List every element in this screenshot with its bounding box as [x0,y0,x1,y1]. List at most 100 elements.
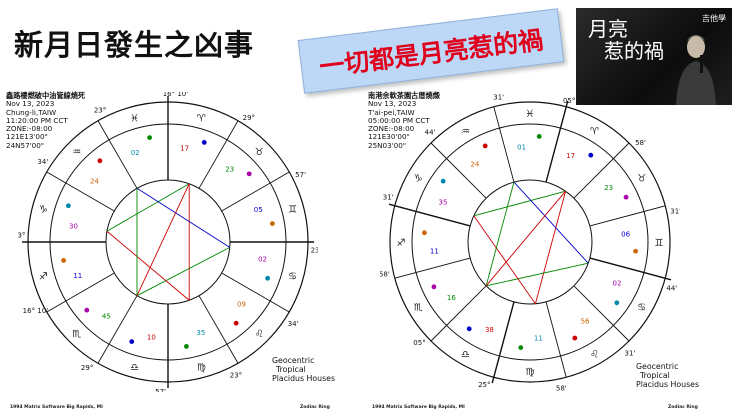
planet-position-label: 45 [102,313,111,321]
house-cusp-line [430,285,487,342]
planet-icon [129,339,135,345]
cusp-degree-label: 58' [556,385,567,392]
event-longitude: 121E30'00" [368,132,410,142]
cusp-degree-label: 05° 25' [563,97,589,105]
planet-position-label: 24 [90,177,99,185]
aspect-line [106,230,190,301]
event-time: 11:20:00 PM CCT [6,115,68,125]
performer-photo: 月亮 惹的禍 吉他學 [576,8,732,105]
planet-position-label: 02 [613,280,622,288]
cusp-degree-label: 58' [635,139,646,147]
cusp-degree-label: 57' [295,171,306,179]
event-date: Nov 13, 2023 [368,99,417,109]
zodiac-sign-icon: ♈ [197,113,206,124]
photo-logo: 吉他學 [702,14,726,23]
wheel-outer-ring [389,101,671,383]
house-cusp-line [198,120,239,189]
event-zone: ZONE:-08:00 [368,124,415,134]
planet-icon [269,221,275,226]
planet-icon [588,152,594,158]
cusp-degree-label: 31' [383,193,394,201]
event-longitude: 121E13'00" [6,132,48,142]
house-cusp-line [573,142,630,199]
photo-caption: 月亮 惹的禍 [588,17,664,63]
planet-position-label: 56 [581,318,590,326]
event-latitude: 24N57'00" [6,140,45,150]
zodiac-sign-icon: ♓ [526,109,535,120]
planet-icon [201,139,207,145]
planet-position-label: 05 [254,206,263,214]
planet-icon [440,178,446,184]
planet-icon [65,203,71,209]
house-cusp-line [573,285,630,342]
page-title: 新月日發生之凶事 [14,28,255,62]
planet-position-label: 24 [470,160,479,168]
planet-position-label: 02 [131,149,140,157]
software-credit-left: 1994 Matrix Software Big Rapids, MI [10,405,103,410]
planet-position-label: 35 [196,329,205,337]
event-location: T'ai-pei,TAIW [368,107,415,117]
event-title: 南港余軟茶園古厝燒燬 [368,91,440,100]
performer-silhouette [676,35,716,105]
cusp-degree-label: 44' [666,285,677,293]
planet-position-label: 38 [485,326,494,334]
cusp-degree-label: 29° [81,364,93,372]
planet-icon [614,300,620,306]
zodiac-sign-icon: ♈ [590,126,599,137]
aspect-line [136,183,190,296]
planet-position-label: 09 [237,301,246,309]
event-location: Chung-li,TAIW [6,107,57,117]
wheel-sign-ring [411,123,649,361]
chart-right-footer: Geocentric Tropical Placidus Houses [636,362,700,389]
zodiac-sign-icon: ♎ [461,350,470,361]
wheel-label-right: Zodiac Ring [668,405,698,410]
planet-position-label: 30 [69,222,78,230]
house-cusp-line [388,203,471,227]
chart-right-header: 南港余軟茶園古厝燒燬 Nov 13, 2023 T'ai-pei,TAIW 05… [368,91,440,150]
house-cusp-line [221,171,290,212]
cusp-degree-label: 31' [625,349,636,357]
wheel-label-left: Zodiac Ring [300,405,330,410]
zodiac-sign-icon: ♒ [461,126,470,137]
cusp-degree-label: 44' [425,129,436,137]
zodiac-sign-icon: ♉ [255,147,264,158]
planet-icon [482,143,488,149]
planet-position-label: 06 [621,231,630,239]
zodiac-sign-icon: ♍ [526,367,535,378]
planet-icon [422,230,427,236]
zodiac-sign-icon: ♓ [130,113,139,124]
software-credit-right: 1994 Matrix Software Big Rapids, MI [372,405,465,410]
planet-icon [431,284,437,290]
cusp-degree-label: 23° [18,232,25,240]
house-cusp-line [46,171,115,212]
house-cusp-line [97,120,138,189]
planet-icon [84,307,90,313]
planet-position-label: 23 [604,184,613,192]
planet-icon [97,158,103,164]
banner: 一切都是月亮惹的禍 [297,8,565,94]
house-cusp-line [221,272,290,313]
planet-icon [572,335,578,341]
house-cusp-line [97,295,138,364]
cusp-degree-label: 05° [413,339,425,347]
planet-position-label: 23 [225,165,234,173]
zodiac-sign-icon: ♒ [72,147,81,158]
zodiac-sign-icon: ♑ [39,205,48,216]
cusp-degree-label: 57' [155,388,166,392]
zodiac-sign-icon: ♐ [39,271,48,282]
house-cusp-line [545,100,569,183]
zodiac-sign-icon: ♏ [72,329,81,340]
planet-icon [265,275,271,281]
planet-position-label: 10 [147,334,156,342]
aspect-line [513,181,589,264]
zodiac-sign-icon: ♍ [197,363,206,374]
house-cusp-line [545,301,567,378]
banner-text: 一切都是月亮惹的禍 [317,25,545,82]
cusp-degree-label: 34' [37,158,48,166]
house-cusp-line [491,301,515,384]
event-date: Nov 13, 2023 [6,99,55,109]
aspect-line [473,190,566,217]
aspect-line [534,191,566,304]
aspect-line [106,183,190,232]
planet-position-label: 11 [534,335,543,343]
